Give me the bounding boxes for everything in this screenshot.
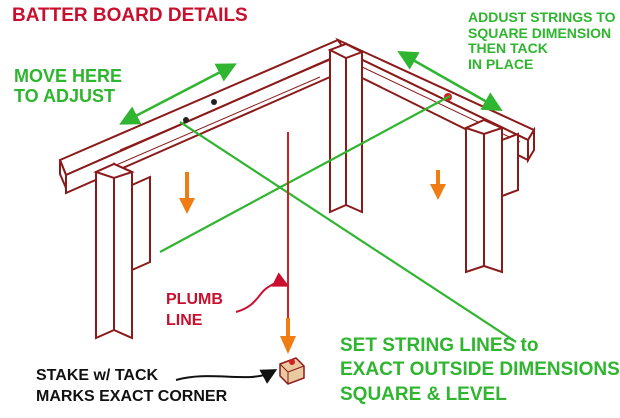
back-left-post	[131, 175, 151, 272]
double-arrow-icon	[119, 63, 237, 125]
tack-middle	[211, 99, 217, 105]
curved-arrow-icon	[175, 369, 278, 384]
double-arrow-icon	[397, 51, 503, 111]
right-back-post	[501, 132, 519, 198]
set-string-lines-label: SET STRING LINES to EXACT OUTSIDE DIMENS…	[340, 335, 620, 405]
move-here-label: MOVE HERE TO ADJUST	[14, 66, 123, 107]
left-front-post	[93, 162, 135, 340]
curved-arrow-icon	[235, 272, 290, 313]
tack-left	[183, 117, 189, 123]
corner-post	[327, 42, 365, 214]
down-arrow-icon	[430, 170, 446, 200]
diagram-title: BATTER BOARD DETAILS	[12, 5, 248, 26]
stake-icon	[279, 357, 305, 385]
plumb-line-label: PLUMB LINE	[166, 291, 223, 329]
adjust-strings-label: ADDUST STRINGS TO SQUARE DIMENSION THEN …	[468, 9, 616, 73]
right-front-post	[463, 118, 505, 274]
stake-label: STAKE w/ TACK MARKS EXACT CORNER	[36, 367, 228, 405]
down-arrow-icon	[179, 172, 195, 214]
down-arrow-icon	[280, 318, 296, 354]
string-lines	[159, 95, 517, 343]
